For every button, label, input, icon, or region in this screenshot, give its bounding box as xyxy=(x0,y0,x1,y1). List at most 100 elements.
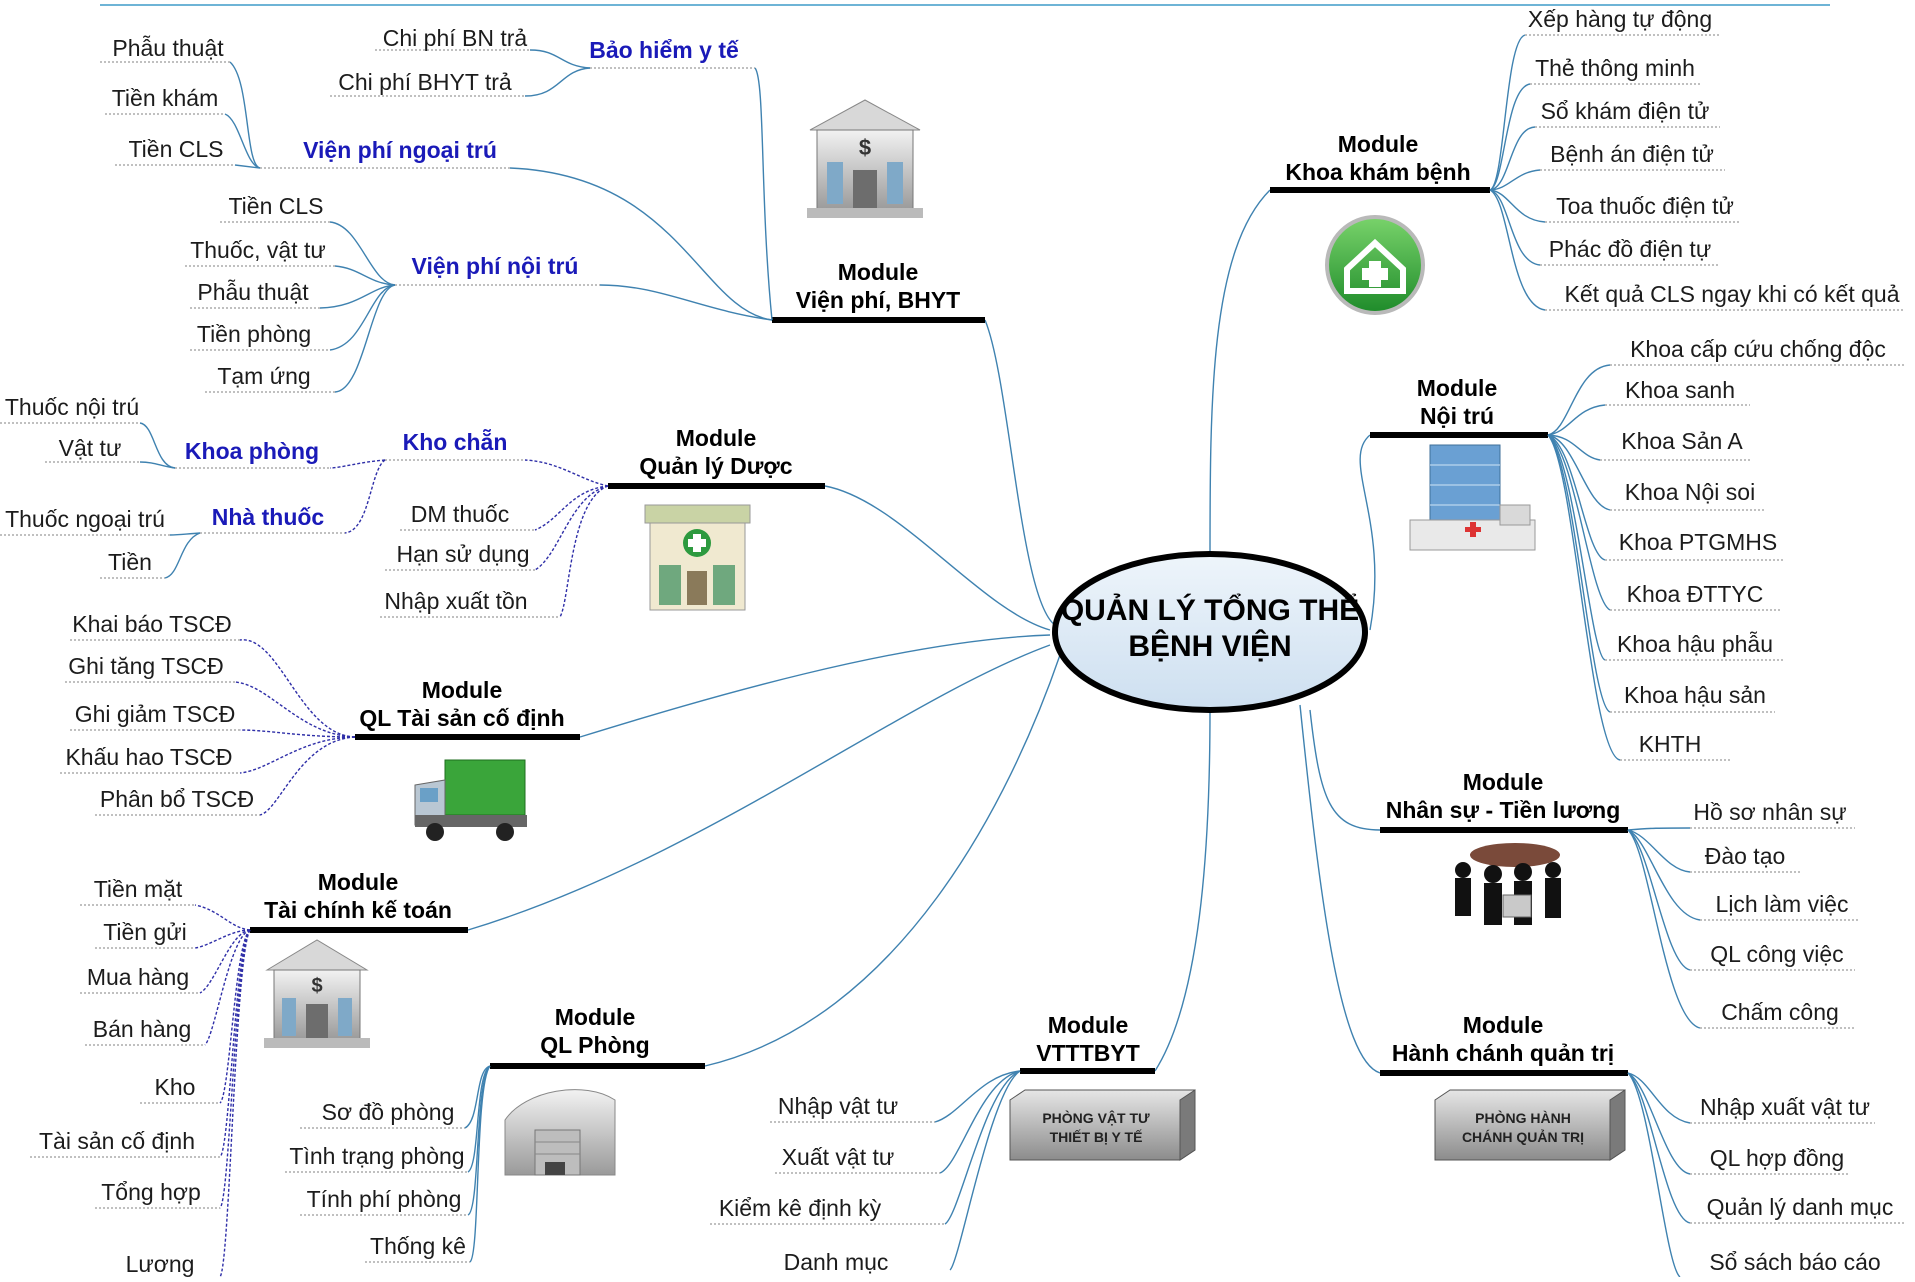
leaf-item: Chi phí BN trả xyxy=(383,25,528,51)
leaf-item: Nhập xuất tồn xyxy=(384,588,527,614)
leaf-item: Tiền CLS xyxy=(228,193,323,219)
leaf-item: Chi phí BHYT trả xyxy=(338,69,512,95)
center-title-line2: BỆNH VIỆN xyxy=(1128,629,1291,663)
leaf-item: Tiền xyxy=(108,549,152,575)
module-nhan-su: Module Nhân sự - Tiền lương Hồ sơ nhân s… xyxy=(1380,769,1860,1029)
leaf-item: Kết quả CLS ngay khi có kết quả xyxy=(1565,281,1900,307)
leaf-item: Lịch làm việc xyxy=(1716,891,1849,917)
module-label: Module xyxy=(1463,769,1544,795)
leaf-item: Tiền CLS xyxy=(128,136,223,162)
leaf-item: Quản lý danh mục xyxy=(1707,1194,1894,1220)
phong-vat-tu-sign: PHÒNG VẬT TƯ THIẾT BỊ Y TẾ xyxy=(1009,1089,1196,1161)
leaf-item: Thuốc, vật tư xyxy=(190,237,326,263)
leaf-item: Khoa hậu phẫu xyxy=(1617,631,1773,657)
module-name: Viện phí, BHYT xyxy=(796,287,960,313)
module-label: Module xyxy=(838,259,919,285)
sub-nha-thuoc: Nhà thuốc xyxy=(212,504,325,530)
module-label: Module xyxy=(1417,375,1498,401)
module-tai-san: Module QL Tài sản cố định Khai báo TSCĐ … xyxy=(60,611,580,841)
leaf-item: Kho xyxy=(155,1074,196,1100)
module-label: Module xyxy=(676,425,757,451)
module-name: QL Tài sản cố định xyxy=(359,705,564,731)
leaf-item: Tạm ứng xyxy=(217,363,310,389)
leaf-item: Mua hàng xyxy=(87,964,189,990)
leaf-item: Thuốc nội trú xyxy=(5,394,139,420)
leaf-item: Phẫu thuật xyxy=(197,279,309,305)
leaf-item: Xếp hàng tự động xyxy=(1528,6,1712,32)
module-name: Nội trú xyxy=(1420,403,1494,429)
leaf-item: Hồ sơ nhân sự xyxy=(1693,799,1846,825)
module-label: Module xyxy=(555,1004,636,1030)
module-ql-phong: Module QL Phòng Sơ đồ phòng Tình trạng p… xyxy=(285,1004,705,1263)
leaf-item: Khoa Sản A xyxy=(1621,428,1743,454)
leaf-item: Bán hàng xyxy=(93,1016,191,1042)
leaf-item: Danh mục xyxy=(784,1249,889,1275)
leaf-item: Tình trạng phòng xyxy=(289,1143,464,1169)
leaf-item: Sổ sách báo cáo xyxy=(1709,1249,1880,1275)
leaf-item: Khoa cấp cứu chống độc xyxy=(1630,336,1886,362)
warehouse-icon xyxy=(504,1089,616,1176)
svg-text:$: $ xyxy=(311,975,322,997)
sub-kho-chan: Kho chẵn xyxy=(403,428,508,455)
leaf-item: Tổng hợp xyxy=(101,1179,200,1205)
sign-line: PHÒNG VẬT TƯ xyxy=(1042,1109,1150,1126)
leaf-item: Hạn sử dụng xyxy=(396,541,529,567)
hospital-building-icon xyxy=(1409,444,1536,551)
module-name: Nhân sự - Tiền lương xyxy=(1386,797,1621,823)
module-tai-chinh: Module Tài chính kế toán Tiền mặt Tiền g… xyxy=(30,869,468,1278)
module-khoa-kham-benh: Module Khoa khám bệnh Xếp hàng tự động T… xyxy=(1270,6,1905,315)
leaf-item: KHTH xyxy=(1639,731,1702,757)
leaf-item: Thẻ thông minh xyxy=(1535,55,1695,81)
leaf-item: Xuất vật tư xyxy=(782,1144,895,1170)
leaf-item: Tiền phòng xyxy=(197,321,311,347)
leaf-item: Khoa sanh xyxy=(1625,377,1735,403)
module-name: Tài chính kế toán xyxy=(264,897,452,923)
leaf-item: Vật tư xyxy=(59,435,122,461)
leaf-item: Đào tạo xyxy=(1705,843,1786,869)
module-quan-ly-duoc: Module Quản lý Dược Kho chẵn Khoa phòng … xyxy=(0,394,825,618)
module-label: Module xyxy=(1463,1012,1544,1038)
module-label: Module xyxy=(1048,1012,1129,1038)
module-noi-tru: Module Nội trú Khoa cấp cứu chống độc Kh… xyxy=(1370,336,1905,761)
bank-icon: $ xyxy=(264,939,370,1048)
module-name: QL Phòng xyxy=(540,1032,649,1058)
leaf-item: Nhập vật tư xyxy=(778,1093,898,1119)
leaf-item: Tài sản cố định xyxy=(39,1128,195,1154)
leaf-item: Khoa Nội soi xyxy=(1625,479,1755,505)
module-name: Quản lý Dược xyxy=(639,453,792,479)
module-vien-phi: Module Viện phí, BHYT Bảo hiểm y tế Chi … xyxy=(100,25,985,393)
leaf-item: Chấm công xyxy=(1721,999,1839,1025)
people-icon xyxy=(1455,843,1561,925)
sign-line: PHÒNG HÀNH xyxy=(1475,1109,1571,1126)
center-node: QUẢN LÝ TỔNG THỂ BỆNH VIỆN xyxy=(1052,551,1368,713)
module-label: Module xyxy=(318,869,399,895)
leaf-item: Bệnh án điện tử xyxy=(1550,141,1714,167)
leaf-item: Nhập xuất vật tư xyxy=(1700,1094,1870,1120)
truck-icon xyxy=(414,759,527,841)
svg-text:$: $ xyxy=(859,135,871,160)
leaf-item: Ghi giảm TSCĐ xyxy=(75,701,236,727)
leaf-item: Khoa ĐTTYC xyxy=(1627,581,1764,607)
leaf-item: Toa thuốc điện tử xyxy=(1556,193,1734,219)
sign-line: CHÁNH QUẢN TRỊ xyxy=(1462,1129,1584,1145)
leaf-item: DM thuốc xyxy=(411,501,509,527)
leaf-item: Ghi tăng TSCĐ xyxy=(68,653,224,679)
module-name: VTTTBYT xyxy=(1036,1040,1140,1066)
leaf-item: Sổ khám điện tử xyxy=(1541,98,1710,124)
leaf-item: Phác đồ điện tự xyxy=(1549,236,1711,262)
module-vtttbyt: Module VTTTBYT Nhập vật tư Xuất vật tư K… xyxy=(710,1012,1196,1275)
module-label: Module xyxy=(1338,131,1419,157)
leaf-item: Tiền khám xyxy=(112,85,219,111)
leaf-item: Kiểm kê định kỳ xyxy=(719,1195,882,1221)
module-label: Module xyxy=(422,677,503,703)
leaf-item: Khấu hao TSCĐ xyxy=(65,744,232,770)
phong-hanh-chanh-sign: PHÒNG HÀNH CHÁNH QUẢN TRỊ xyxy=(1434,1089,1626,1161)
main-branches xyxy=(467,189,1381,1074)
leaf-item: Thống kê xyxy=(370,1233,466,1259)
module-name: Khoa khám bệnh xyxy=(1285,159,1470,185)
leaf-item: Khoa hậu sản xyxy=(1624,682,1766,708)
sub-vien-phi-ngoai-tru: Viện phí ngoại trú xyxy=(303,137,497,163)
module-name: Hành chánh quản trị xyxy=(1392,1040,1614,1066)
pharmacy-icon xyxy=(644,504,751,611)
leaf-item: Lương xyxy=(126,1251,195,1277)
